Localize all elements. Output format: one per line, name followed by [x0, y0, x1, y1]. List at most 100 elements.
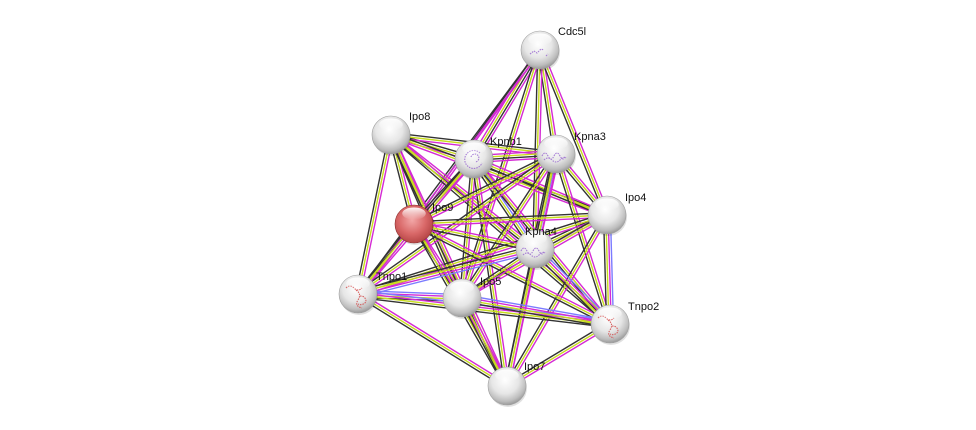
edge-kpna4-tnpo1[interactable]: [356, 244, 537, 299]
edge-line-coexpression: [553, 154, 609, 325]
edge-line-coexpression: [413, 225, 535, 252]
edge-line-experiments: [541, 48, 610, 215]
edge-line-coexpression: [459, 152, 555, 298]
node-highlight: [450, 281, 474, 294]
node-highlight: [379, 118, 403, 131]
node-highlight: [402, 207, 426, 220]
protein-structure-icon: [541, 152, 567, 163]
node-kpna4[interactable]: Kpna4: [515, 226, 557, 270]
edge-line-experiments: [389, 136, 607, 218]
node-highlight: [528, 33, 552, 46]
node-highlight: [495, 369, 519, 382]
edge-ipo4-ipo9[interactable]: [413, 212, 608, 227]
node-kpna3[interactable]: Kpna3: [536, 131, 606, 175]
edge-line-databases: [462, 293, 611, 322]
edge-line-coexpression: [461, 300, 610, 329]
node-label: Ipo5: [480, 276, 501, 288]
node-highlight: [544, 137, 568, 150]
edge-line-databases: [358, 251, 537, 299]
node-ipo4[interactable]: Ipo4: [587, 192, 646, 236]
edge-line-coexpression: [356, 295, 507, 389]
protein-structure-icon: [520, 247, 546, 258]
edge-ipo4-ipo7[interactable]: [504, 213, 610, 388]
edge-kpna3-tnpo2[interactable]: [553, 153, 613, 325]
edge-line-textmining: [539, 49, 608, 216]
edges-layer: [355, 47, 615, 389]
edge-line-coexpression: [355, 134, 390, 294]
edge-line-experiments: [414, 221, 536, 248]
edge-line-textmining: [357, 293, 508, 387]
edge-line-experiments: [358, 291, 509, 385]
edge-line-experiments: [463, 154, 559, 300]
node-cdc5l[interactable]: Cdc5l: [520, 26, 586, 71]
edge-line-textmining: [555, 153, 611, 325]
node-highlight: [462, 142, 486, 155]
edge-line-experiments: [462, 296, 611, 324]
edge-line-textmining: [506, 214, 608, 387]
edge-tnpo2-ipo7[interactable]: [505, 321, 612, 389]
edge-line-textmining: [473, 158, 508, 387]
edge-line-experiments: [475, 158, 510, 386]
edge-line-textmining: [506, 323, 611, 387]
edge-line-experiments: [414, 216, 608, 227]
edge-ipo9-kpna4[interactable]: [413, 221, 536, 252]
edge-line-experiments: [508, 249, 538, 387]
edge-line-textmining: [357, 134, 392, 295]
edge-line-experiments: [359, 135, 394, 295]
node-label: Kpnb1: [490, 136, 522, 148]
edge-tnpo1-ipo7[interactable]: [356, 291, 509, 389]
edge-ipo8-tnpo1[interactable]: [355, 134, 394, 295]
edge-line-textmining: [413, 223, 536, 250]
node-ipo5[interactable]: Ipo5: [442, 276, 501, 319]
edge-cdc5l-ipo4[interactable]: [537, 48, 610, 217]
edge-line-coexpression: [413, 212, 607, 223]
node-ipo8[interactable]: Ipo8: [371, 111, 430, 156]
edge-line-textmining: [461, 298, 610, 326]
edge-line-coexpression: [389, 136, 609, 327]
edge-kpna3-ipo5[interactable]: [459, 152, 559, 300]
node-label: Kpna3: [574, 131, 606, 143]
edge-line-textmining: [357, 247, 535, 294]
edge-ipo9-tnpo2[interactable]: [412, 221, 612, 327]
edge-line-coexpression: [356, 244, 535, 292]
edge-line-coexpression: [357, 212, 607, 293]
edge-line-coexpression: [412, 225, 610, 327]
edge-line-textmining: [473, 158, 608, 216]
edge-line-experiments: [463, 159, 477, 299]
node-label: Cdc5l: [558, 26, 586, 38]
edge-line-coexpression: [471, 159, 506, 387]
node-ipo9[interactable]: Ipo9: [394, 202, 453, 245]
edge-line-textmining: [461, 153, 557, 299]
node-highlight: [346, 277, 370, 290]
node-ipo7[interactable]: Ipo7: [487, 361, 545, 407]
edge-line-textmining: [461, 158, 475, 299]
edge-line-coexpression: [472, 160, 607, 218]
edge-line-experiments: [474, 156, 609, 214]
node-kpnb1[interactable]: Kpnb1: [454, 136, 522, 180]
edge-line-experiments: [358, 155, 558, 297]
edge-line-textmining: [390, 134, 536, 250]
edge-line-coexpression: [357, 296, 610, 329]
edge-kpnb1-ipo5[interactable]: [459, 158, 477, 299]
edge-line-textmining: [413, 214, 608, 225]
node-highlight: [523, 232, 547, 245]
node-label: Tnpo1: [376, 271, 407, 283]
edge-line-textmining: [357, 214, 608, 295]
edge-kpnb1-ipo4[interactable]: [472, 156, 609, 218]
edge-kpnb1-ipo7[interactable]: [471, 158, 510, 387]
node-label: Ipo9: [432, 202, 453, 214]
node-label: Tnpo2: [628, 301, 659, 313]
node-highlight: [598, 307, 622, 320]
edge-ipo8-kpna4[interactable]: [389, 132, 537, 252]
node-tnpo2[interactable]: Tnpo2: [590, 301, 659, 345]
node-highlight: [595, 198, 619, 211]
node-label: Ipo4: [625, 192, 646, 204]
edge-line-experiments: [508, 215, 610, 388]
node-tnpo1[interactable]: Tnpo1: [338, 271, 407, 315]
edge-line-experiments: [414, 221, 612, 323]
node-label: Ipo8: [409, 111, 430, 123]
edge-line-experiments: [391, 132, 537, 248]
edge-line-experiments: [358, 249, 536, 296]
edge-ipo5-tnpo2[interactable]: [461, 293, 611, 329]
